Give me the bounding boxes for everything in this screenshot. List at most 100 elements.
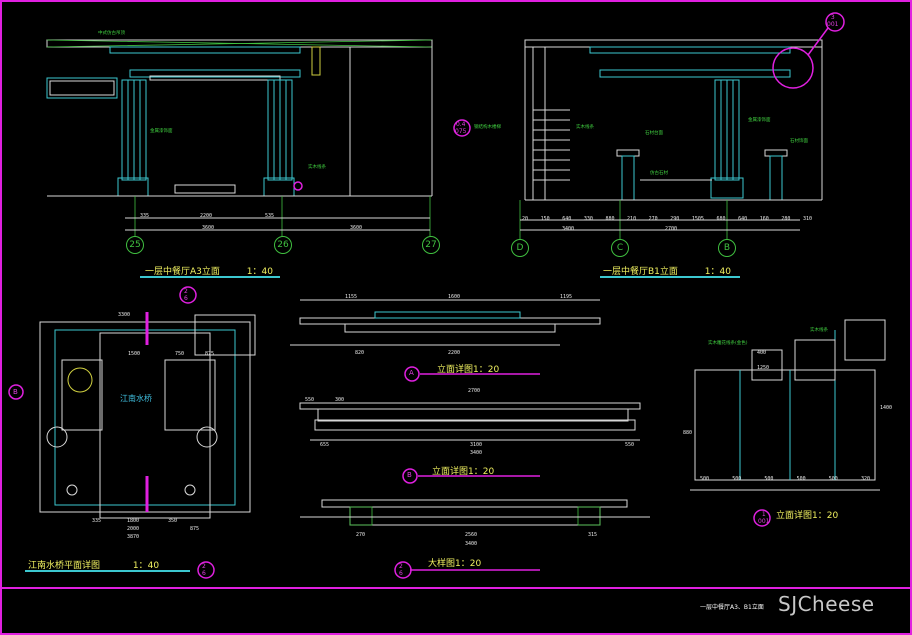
a3-note: 中式仿古吊顶 [98, 31, 125, 36]
plan-dim: 1800 [127, 518, 140, 524]
b1-title-underline [600, 276, 740, 278]
callout-plan-bottom: 2 6 [202, 563, 206, 577]
detail-d-dim: 500 [700, 476, 710, 482]
plan-dim: 875 [205, 351, 215, 357]
b1-title: 一层中餐厅B1立面 1：40 [603, 264, 731, 277]
detail-b-dim: 300 [335, 397, 345, 403]
detail-d-title: 立面详图1：20 [776, 511, 839, 521]
b1-dim: 310 [802, 216, 812, 222]
b1-dim-row: 20 150 640 330 880 210 270 290 1505 680 … [522, 216, 812, 222]
detail-d-note: 实木线条 [810, 328, 828, 333]
callout-b1-side: 0.4 075 [455, 121, 467, 135]
axis-b: B [718, 239, 736, 257]
detail-b-dim: 655 [320, 442, 330, 448]
detail-b-dim: 550 [305, 397, 315, 403]
a3-dim-3: 535 [265, 213, 275, 219]
detail-b-dim: 3400 [470, 450, 483, 456]
detail-a-dim: 1195 [560, 294, 573, 300]
axis-26: 26 [274, 236, 292, 254]
b1-dim-total-1: 3400 [562, 226, 575, 232]
b1-dim: 1505 [691, 216, 704, 222]
detail-d-dim: 500 [796, 476, 806, 482]
b1-dim: 150 [540, 216, 550, 222]
b1-note: 实木线条 [576, 125, 594, 130]
a3-elevation [46, 39, 433, 237]
detail-a-dim: 1155 [345, 294, 358, 300]
plan-dim: 3870 [127, 534, 140, 540]
detail-b-dim: 2700 [468, 388, 481, 394]
detail-d-dim: 500 [732, 476, 742, 482]
detail-a [290, 299, 601, 382]
b1-dim: 680 [716, 216, 726, 222]
detail-d-dim: 1400 [880, 405, 893, 411]
b1-dim-total-2: 2700 [665, 226, 678, 232]
b1-dim: 880 [605, 216, 615, 222]
b1-dim: 20 [522, 216, 529, 222]
plan-dim: 2000 [127, 526, 140, 532]
b1-dim: 640 [562, 216, 572, 222]
a3-dim-total-1: 3600 [202, 225, 215, 231]
detail-a-dim: 820 [355, 350, 365, 356]
b1-dim: 330 [583, 216, 593, 222]
b1-dim: 280 [781, 216, 791, 222]
detail-a-title: 立面详图1：20 [437, 365, 500, 375]
b1-note: 石材饰面 [790, 139, 808, 144]
plan-dim: 3300 [118, 312, 131, 318]
a3-title-underline [140, 276, 280, 278]
plan-title-underline [25, 570, 190, 572]
detail-d-dim-row: 500 500 500 500 500 320 [700, 476, 870, 482]
detail-d-note: 实木雕花线条(金色) [708, 341, 748, 346]
plan-center-label: 江南水桥 [120, 394, 152, 403]
section-c-title: 大样图1：20 [428, 559, 482, 569]
a3-note: 实木线条 [308, 165, 326, 170]
detail-b-dim: 3100 [470, 442, 483, 448]
a3-dim-total-2: 3600 [350, 225, 363, 231]
axis-c: C [611, 239, 629, 257]
detail-d-dim: 500 [764, 476, 774, 482]
b1-dim: 210 [627, 216, 637, 222]
axis-27: 27 [422, 236, 440, 254]
detail-d-dim: 320 [860, 476, 870, 482]
plan-dim: 1500 [128, 351, 141, 357]
plan-scale: 1：40 [132, 561, 160, 571]
a3-dim-1: 335 [140, 213, 150, 219]
b1-dim: 270 [648, 216, 658, 222]
axis-d: D [511, 239, 529, 257]
a3-note: 金属漆饰面 [150, 129, 173, 134]
plan-dim: 875 [190, 526, 200, 532]
callout-detail-a: A [409, 369, 414, 377]
b1-note: 钢结构木楼梯 [474, 125, 501, 130]
b1-dim: 290 [670, 216, 680, 222]
callout-detail-d: 1 001 [758, 511, 770, 525]
section-c-dim: 315 [588, 532, 598, 538]
a3-scale: 1：40 [246, 267, 273, 277]
plan-title-text: 江南水桥平面详图 [28, 561, 101, 571]
a3-title-text: 一层中餐厅A3立面 [145, 267, 220, 277]
detail-d-dim: 880 [683, 430, 693, 436]
detail-d [690, 319, 886, 527]
section-c-dim: 3400 [465, 541, 478, 547]
b1-note: 石材台面 [645, 131, 663, 136]
b1-elevation [453, 12, 845, 240]
callout-plan-left: B [13, 388, 18, 396]
b1-scale: 1：40 [704, 267, 731, 277]
detail-b-dim: 550 [625, 442, 635, 448]
plan-dim: 335 [92, 518, 102, 524]
axis-25: 25 [126, 236, 144, 254]
plan-title: 江南水桥平面详图 1：40 [28, 558, 159, 571]
callout-plan-top: 2 6 [184, 288, 188, 302]
bridge-plan [8, 286, 256, 579]
detail-b [299, 402, 641, 484]
b1-dim: 160 [759, 216, 769, 222]
section-c [300, 499, 650, 579]
detail-d-dim: 500 [828, 476, 838, 482]
section-c-dim: 2560 [465, 532, 478, 538]
a3-dim-2: 2200 [200, 213, 213, 219]
plan-dim: 750 [175, 351, 185, 357]
detail-a-dim: 2200 [448, 350, 461, 356]
detail-b-title: 立面详图1：20 [432, 467, 495, 477]
b1-note: 仿古石材 [650, 171, 668, 176]
